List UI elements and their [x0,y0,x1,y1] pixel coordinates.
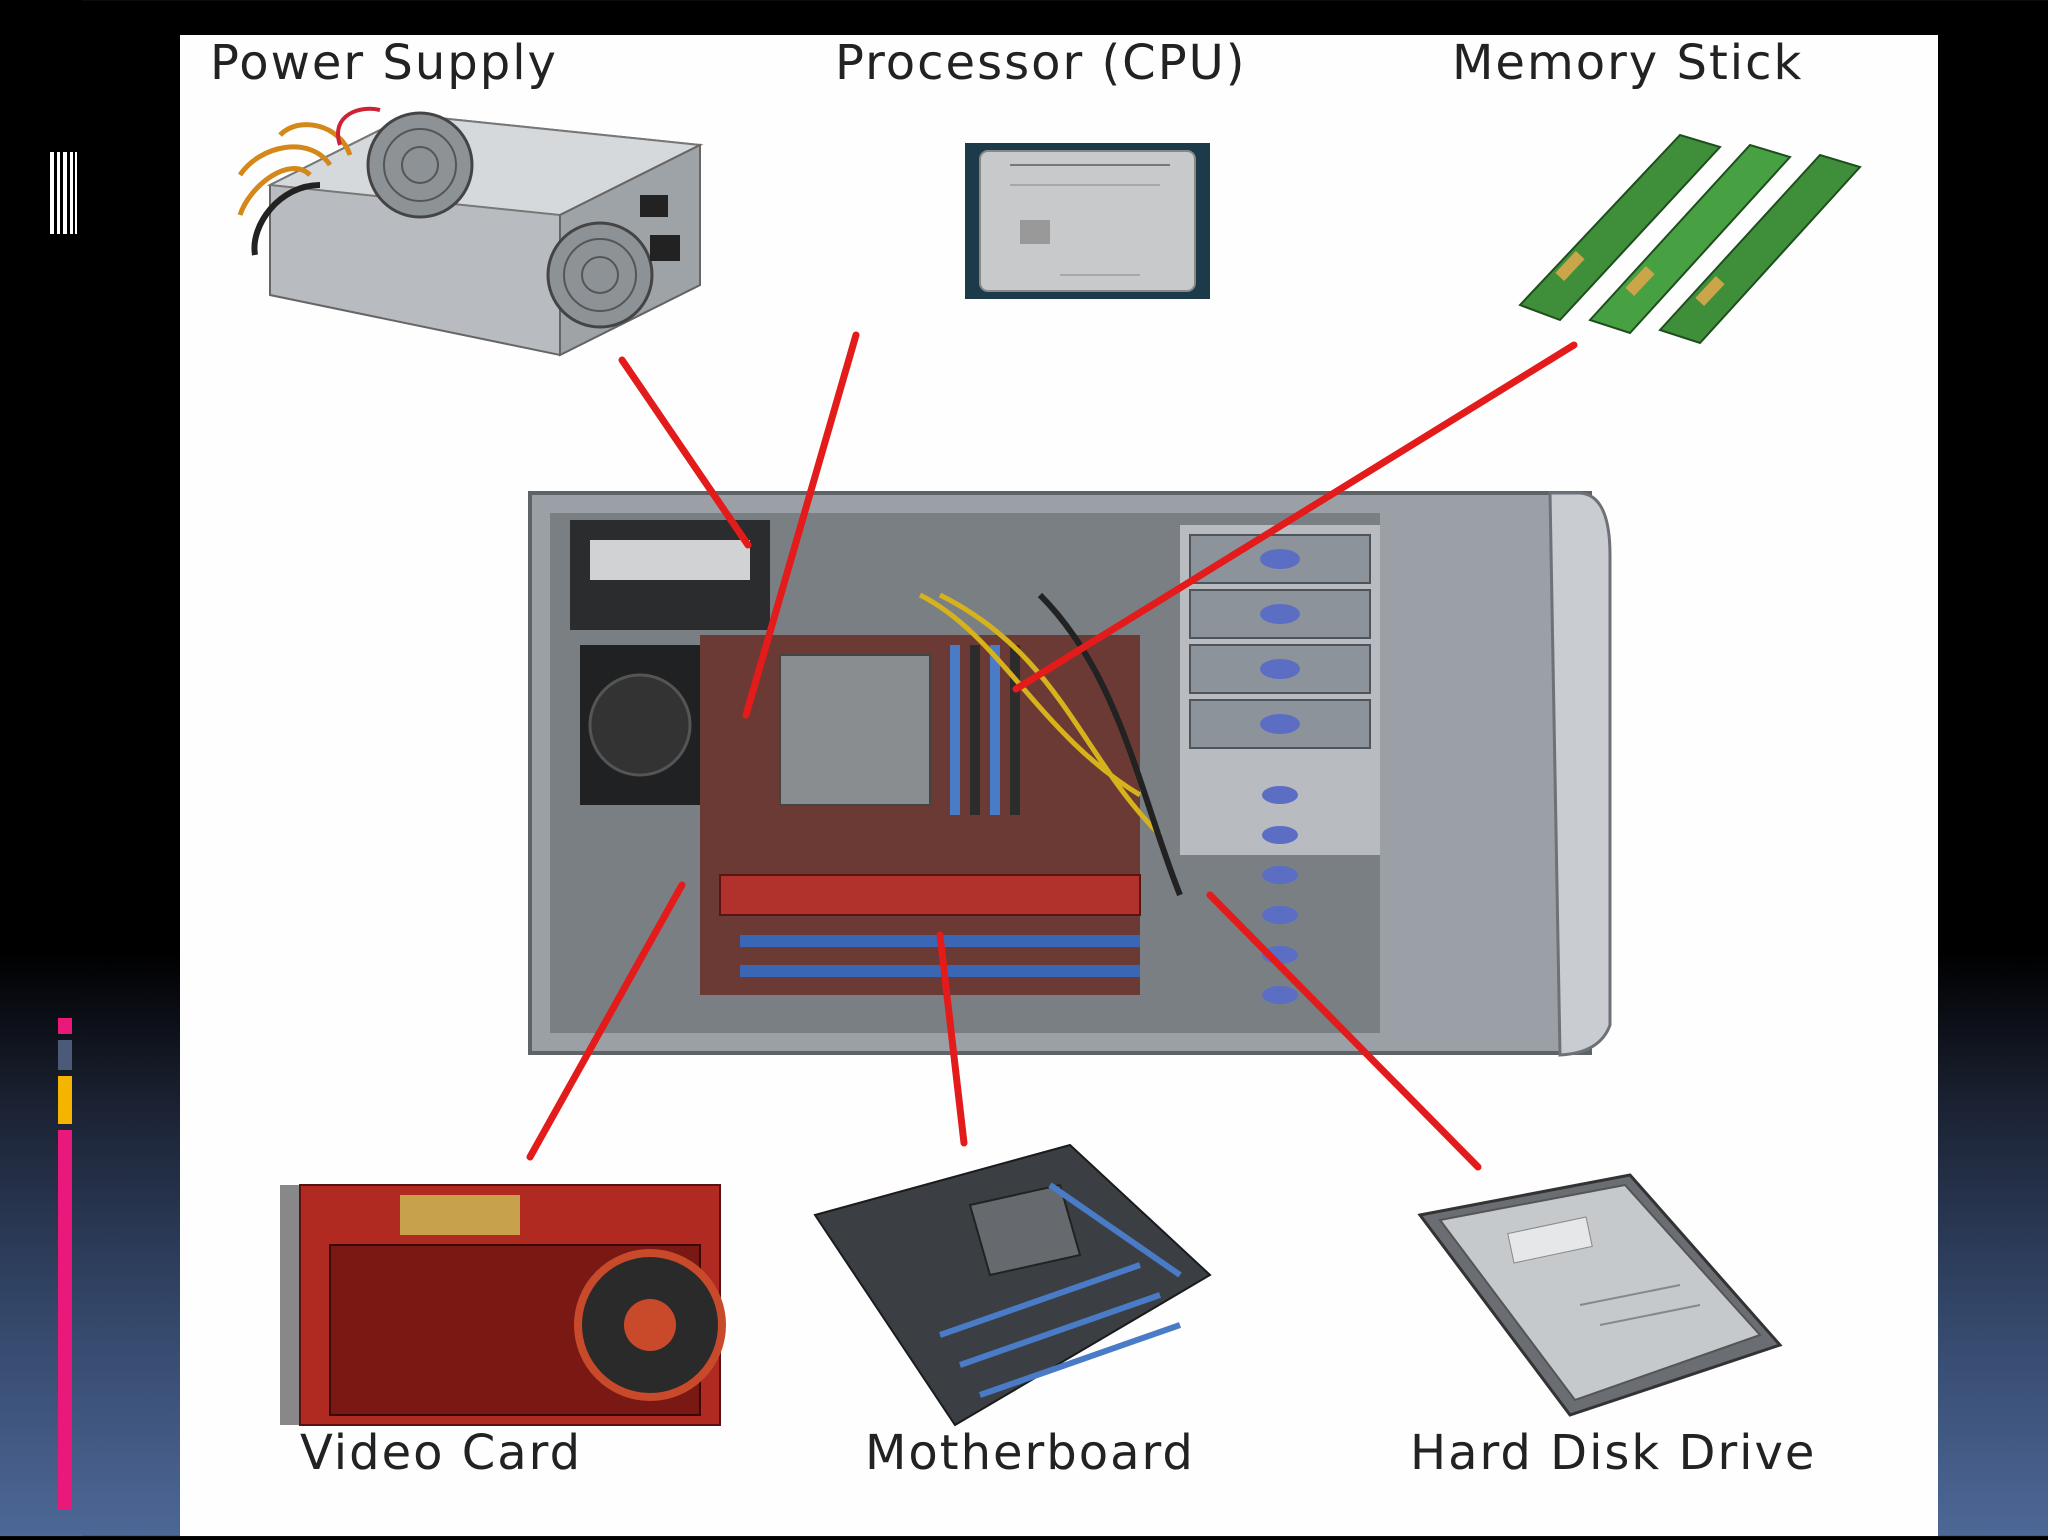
memory-stick-image [1518,133,1862,345]
pointer-video-card [526,881,686,1161]
power-supply-image [237,106,704,357]
pointer-processor [742,331,860,719]
pointer-hard-disk [1206,891,1482,1171]
pointer-power-supply [618,356,752,549]
motherboard-image [813,1143,1212,1427]
label-video-card: Video Card [300,1425,583,1481]
pointer-motherboard [936,931,968,1147]
label-memory-stick: Memory Stick [1452,35,1804,91]
accent-bar-3 [58,1076,72,1124]
slide-decor-bars [48,150,78,236]
label-hard-disk: Hard Disk Drive [1410,1425,1817,1481]
pointer-memory [1012,341,1578,693]
label-processor: Processor (CPU) [835,35,1247,91]
label-motherboard: Motherboard [865,1425,1195,1481]
label-power-supply: Power Supply [210,35,558,91]
pointer-lines [526,331,1578,1171]
hard-disk-image [1417,1173,1783,1417]
video-card-image [280,1184,726,1426]
slide-image: Power Supply Processor (CPU) Memory Stic… [180,35,1938,1536]
pc-components-diagram [237,106,1862,1427]
accent-bar-4 [58,1130,72,1510]
computer-case-image [528,491,1612,1057]
accent-bar-2 [58,1040,72,1070]
accent-bar-1 [58,1018,72,1034]
processor-image [965,143,1210,299]
